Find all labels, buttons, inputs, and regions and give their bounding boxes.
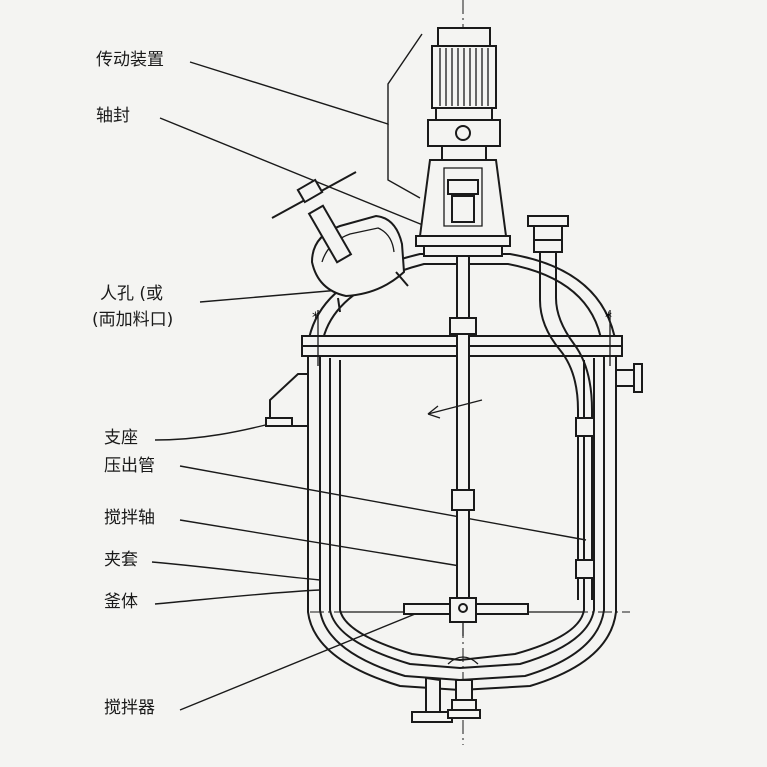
leader-drive-lower: [387, 124, 421, 199]
label-drive: 传动装置: [96, 50, 164, 70]
label-support: 支座: [104, 428, 138, 448]
leader-discharge-pipe: [179, 465, 587, 541]
bottom-nozzles: [411, 656, 481, 723]
drive-assembly: [415, 27, 511, 257]
leader-drive: [189, 33, 423, 125]
manhole: [271, 171, 409, 313]
label-agitator: 搅拌器: [104, 698, 155, 718]
leader-vessel-body: [154, 589, 321, 605]
leader-shaft-seal: [159, 117, 441, 233]
label-shaft-seal: 轴封: [96, 106, 130, 126]
leader-manhole: [199, 289, 341, 303]
label-discharge-pipe: 压出管: [104, 456, 155, 476]
leader-agitator: [179, 611, 421, 711]
agitator-paddle: [403, 597, 529, 636]
label-manhole-line2: (両加料口): [92, 310, 174, 330]
support-bracket: [265, 373, 309, 427]
leader-jacket: [151, 561, 321, 581]
label-agitator-shaft: 搅拌轴: [104, 508, 155, 528]
side-nozzle: [615, 363, 643, 393]
label-manhole-line1: 人孔 (或: [100, 284, 164, 304]
label-vessel-body: 釜体: [104, 592, 138, 612]
svg-text:*: *: [605, 310, 612, 326]
discharge-pipe: [527, 215, 595, 600]
svg-text:*: *: [312, 310, 319, 326]
agitator-shaft: [427, 247, 483, 614]
vessel-body: [310, 358, 630, 670]
label-jacket: 夹套: [104, 550, 138, 570]
